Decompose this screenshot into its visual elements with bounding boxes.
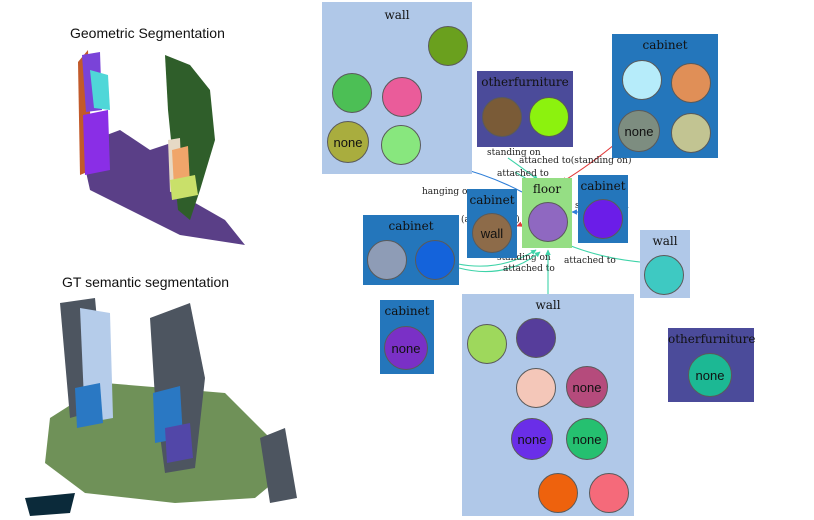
- node-label: cabinet: [642, 38, 688, 52]
- instance-circle: [538, 473, 578, 513]
- instance-circle: [583, 199, 623, 239]
- instance-circle: [529, 97, 569, 137]
- node-label: cabinet: [580, 179, 626, 193]
- instance-circle: [671, 113, 711, 153]
- node-label: cabinet: [384, 304, 430, 318]
- instance-circle: [367, 240, 407, 280]
- instance-circle: [516, 368, 556, 408]
- geometric-segmentation-title: Geometric Segmentation: [70, 25, 225, 41]
- instance-circle: [644, 255, 684, 295]
- instance-circle: none: [688, 353, 732, 397]
- instance-circle: [482, 97, 522, 137]
- node-label: wall: [384, 8, 410, 22]
- instance-circle: [382, 77, 422, 117]
- instance-circle: [467, 324, 507, 364]
- instance-circle: [671, 63, 711, 103]
- instance-circle: [516, 318, 556, 358]
- edge-label: attached to: [564, 256, 616, 266]
- geometric-segmentation-render: [78, 50, 245, 245]
- gt-semantic-segmentation-render: [25, 298, 297, 516]
- instance-circle: none: [566, 418, 608, 460]
- instance-circle: none: [618, 110, 660, 152]
- instance-circle: none: [511, 418, 553, 460]
- edge-label: attached to: [503, 264, 555, 274]
- node-label: wall: [535, 298, 561, 312]
- node-label: otherfurniture: [668, 332, 756, 346]
- instance-circle: [415, 240, 455, 280]
- node-label: otherfurniture: [481, 75, 569, 89]
- instance-circle: none: [327, 121, 369, 163]
- edge-line: [565, 243, 641, 263]
- instance-circle: [528, 202, 568, 242]
- node-label: wall: [652, 234, 678, 248]
- instance-circle: [332, 73, 372, 113]
- instance-circle: none: [384, 326, 428, 370]
- node-label: floor: [532, 182, 562, 196]
- instance-circle: [622, 60, 662, 100]
- node-label: cabinet: [388, 219, 434, 233]
- node-label: cabinet: [469, 193, 515, 207]
- gt-semantic-segmentation-title: GT semantic segmentation: [62, 274, 230, 290]
- instance-circle: [428, 26, 468, 66]
- edge-label: hanging on: [422, 187, 473, 197]
- instance-circle: none: [566, 366, 608, 408]
- instance-circle: [589, 473, 629, 513]
- edge-line: [507, 157, 539, 181]
- instance-circle: wall: [472, 213, 512, 253]
- instance-circle: [381, 125, 421, 165]
- edge-label: standing on: [487, 148, 541, 158]
